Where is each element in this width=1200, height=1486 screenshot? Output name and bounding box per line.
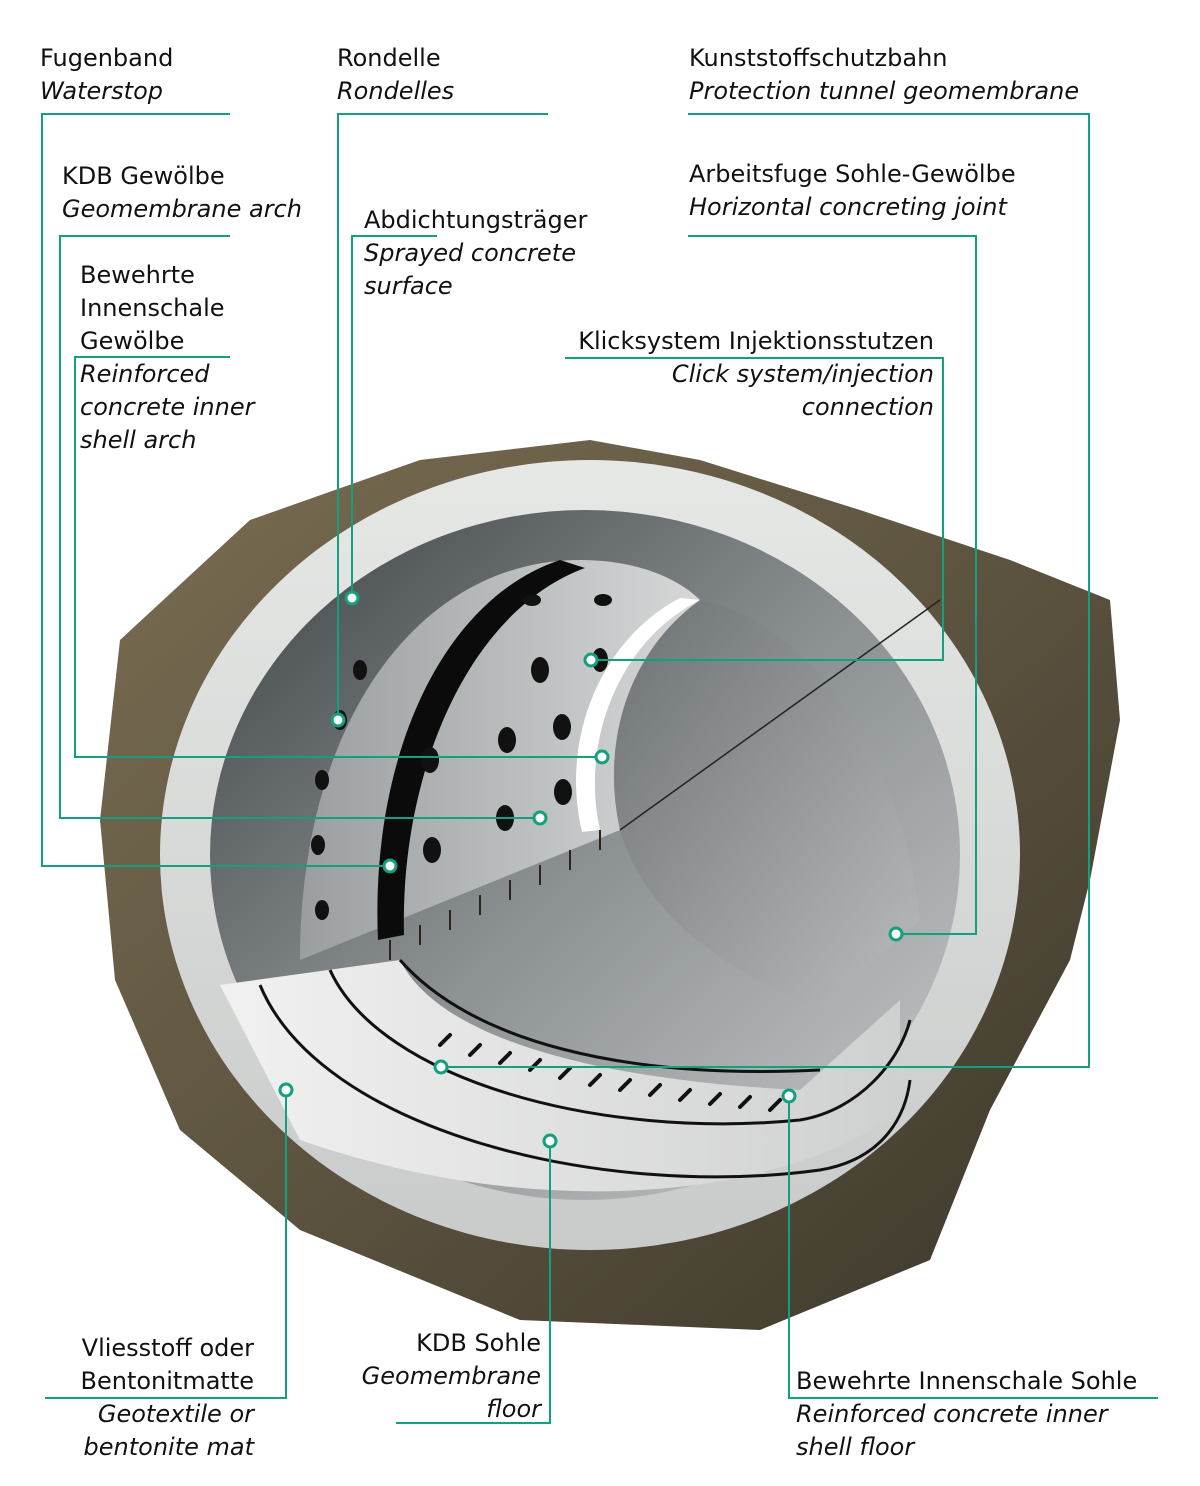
label-en: shell floor <box>796 1433 915 1461</box>
label-de: Bewehrte Innenschale Sohle <box>796 1367 1138 1395</box>
label-de: Kunststoffschutzbahn <box>689 44 948 72</box>
label-en: floor <box>486 1395 541 1423</box>
label-en: Reinforced <box>80 360 210 388</box>
label-inner-shell-arch: Bewehrte Innenschale Gewölbe Reinforced … <box>80 259 254 457</box>
label-geomembrane-arch: KDB Gewölbe Geomembrane arch <box>62 160 302 226</box>
label-de: Fugenband <box>40 44 174 72</box>
label-de: Klicksystem Injektionsstutzen <box>578 327 934 355</box>
label-de: KDB Sohle <box>416 1329 541 1357</box>
label-en: Click system/injection <box>671 360 934 388</box>
label-en: Geomembrane arch <box>62 195 302 223</box>
label-geomembrane-floor: KDB Sohle Geomembrane floor <box>362 1327 541 1426</box>
label-de: KDB Gewölbe <box>62 162 225 190</box>
label-en: Sprayed concrete <box>364 239 576 267</box>
label-de: Bentonitmatte <box>80 1367 255 1395</box>
label-en: Horizontal concreting joint <box>689 193 1007 221</box>
label-en: concrete inner <box>80 393 255 421</box>
label-en: Protection tunnel geomembrane <box>689 77 1080 105</box>
label-en: Rondelles <box>337 77 455 105</box>
label-en: Geotextile or <box>97 1400 254 1428</box>
tunnel-interior <box>613 600 920 1010</box>
label-en: shell arch <box>80 426 197 454</box>
label-rondelles: Rondelle Rondelles <box>337 42 454 108</box>
label-en: Waterstop <box>40 77 163 105</box>
label-de: Arbeitsfuge Sohle-Gewölbe <box>689 160 1016 188</box>
label-en: Geomembrane <box>361 1362 541 1390</box>
label-de: Rondelle <box>337 44 441 72</box>
label-inner-shell-floor: Bewehrte Innenschale Sohle Reinforced co… <box>796 1365 1137 1464</box>
label-en: Reinforced concrete inner <box>796 1400 1108 1428</box>
label-en: surface <box>364 272 453 300</box>
label-waterstop: Fugenband Waterstop <box>40 42 173 108</box>
label-en: connection <box>801 393 934 421</box>
label-en: bentonite mat <box>83 1433 254 1461</box>
leader-lines <box>41 113 1158 1424</box>
label-de: Innenschale <box>80 294 225 322</box>
label-de: Bewehrte <box>80 261 195 289</box>
label-de: Vliesstoff oder <box>81 1334 254 1362</box>
label-click-system: Klicksystem Injektionsstutzen Click syst… <box>578 325 934 424</box>
label-geotextile: Vliesstoff oder Bentonitmatte Geotextile… <box>81 1332 255 1464</box>
label-de: Gewölbe <box>80 327 185 355</box>
waterstop-comb <box>389 830 601 960</box>
rebar-ticks <box>438 1033 782 1112</box>
label-sprayed-concrete: Abdichtungsträger Sprayed concrete surfa… <box>364 204 587 303</box>
label-horizontal-joint: Arbeitsfuge Sohle-Gewölbe Horizontal con… <box>689 158 1016 224</box>
label-protection-geomembrane: Kunststoffschutzbahn Protection tunnel g… <box>689 42 1079 108</box>
label-de: Abdichtungsträger <box>364 206 588 234</box>
waterstop-band <box>377 560 585 940</box>
connector-dots <box>278 590 904 1149</box>
